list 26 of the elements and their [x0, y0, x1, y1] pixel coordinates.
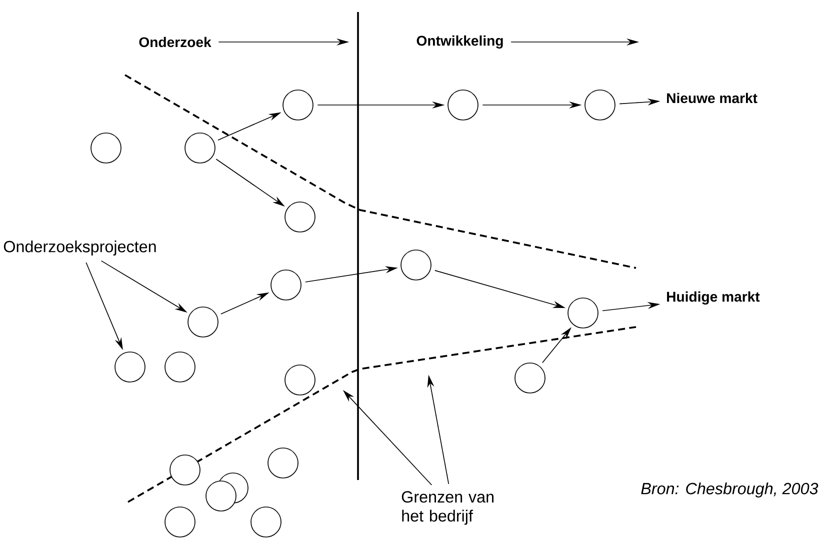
circle-node — [284, 364, 316, 396]
circle-node — [164, 352, 196, 382]
circle-node — [184, 132, 216, 164]
circle-node — [250, 506, 282, 538]
circle-node — [514, 362, 546, 394]
circle-node — [400, 250, 432, 280]
circle-node — [164, 506, 196, 538]
circle-node — [568, 298, 598, 328]
phase-label: Ontwikkeling — [416, 35, 503, 49]
circle-node — [270, 270, 302, 300]
circle-node — [448, 90, 478, 120]
market-label: Huidige markt — [667, 291, 760, 305]
circle-node — [188, 306, 218, 338]
source-note: Bron: Chesbrough, 2003 — [641, 482, 818, 498]
circle-node — [268, 448, 298, 478]
circle-node — [284, 202, 316, 232]
circle-node — [282, 90, 314, 120]
circle-node — [584, 90, 616, 120]
phase-label: Onderzoek — [139, 36, 212, 48]
callout-text: Grenzen van het bedrijf — [402, 491, 494, 525]
callout-text: Onderzoeksprojecten — [4, 240, 156, 256]
circle-node — [114, 352, 146, 382]
circle-node — [90, 132, 122, 164]
market-label: Nieuwe markt — [667, 92, 758, 104]
circle-node — [170, 454, 200, 486]
circle-node — [206, 480, 236, 512]
